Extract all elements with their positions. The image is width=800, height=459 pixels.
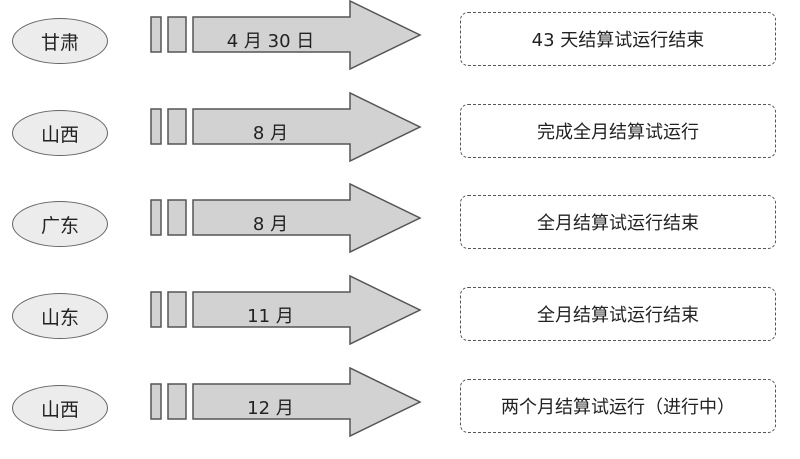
date-arrow [150,182,422,254]
arrow-date-label: 8 月 [252,214,289,235]
arrow-stripe-2 [167,199,187,236]
date-arrow [150,91,422,163]
timeline-row: 山东 11 月 全月结算试运行结束 [0,274,800,367]
status-box: 43 天结算试运行结束 [460,12,776,66]
status-box: 完成全月结算试运行 [460,104,776,158]
province-oval: 山西 [12,110,108,156]
date-arrow [150,0,422,71]
status-box: 两个月结算试运行（进行中） [460,379,776,433]
arrow-date-label: 12 月 [247,398,294,419]
arrow-stripe-2 [167,16,187,53]
arrow-stripe-2 [167,108,187,145]
status-box: 全月结算试运行结束 [460,195,776,249]
province-oval: 甘肃 [12,18,108,64]
province-oval: 广东 [12,201,108,247]
arrow-body [192,0,422,71]
arrow-stripe-1 [150,291,162,328]
arrow-body [192,91,422,163]
arrow-body [192,274,422,346]
arrow-date-label: 11 月 [247,306,294,327]
arrow-stripe-1 [150,108,162,145]
date-arrow [150,274,422,346]
province-oval: 山东 [12,293,108,339]
date-arrow [150,366,422,438]
arrow-stripe-1 [150,199,162,236]
arrow-body [192,182,422,254]
timeline-row: 甘肃 4 月 30 日 43 天结算试运行结束 [0,0,800,92]
timeline-row: 山西 12 月 两个月结算试运行（进行中） [0,366,800,459]
timeline-row: 山西 8 月 完成全月结算试运行 [0,91,800,184]
arrow-stripe-2 [167,291,187,328]
status-box: 全月结算试运行结束 [460,287,776,341]
arrow-stripe-2 [167,383,187,420]
arrow-stripe-1 [150,383,162,420]
arrow-body [192,366,422,438]
arrow-date-label: 4 月 30 日 [226,31,315,52]
timeline-row: 广东 8 月 全月结算试运行结束 [0,182,800,275]
arrow-date-label: 8 月 [252,123,289,144]
arrow-stripe-1 [150,16,162,53]
province-oval: 山西 [12,385,108,431]
